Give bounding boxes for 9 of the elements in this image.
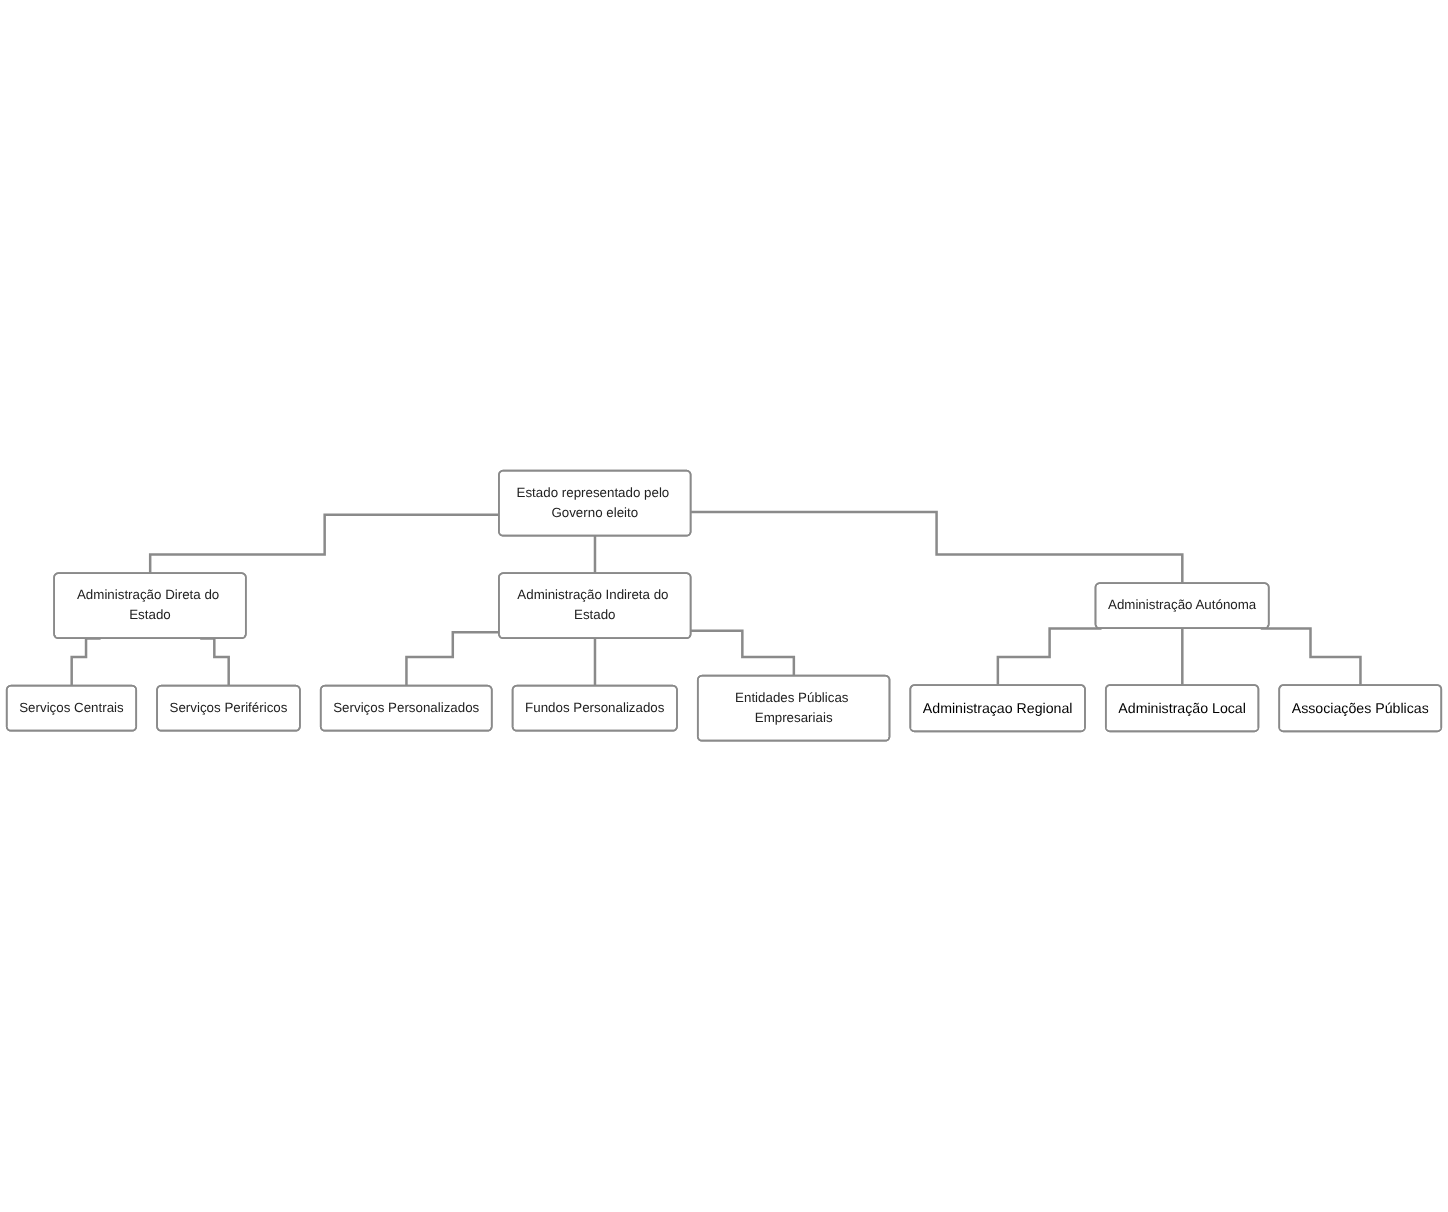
connector	[691, 511, 1184, 586]
connector	[996, 627, 1102, 688]
connector	[1181, 627, 1184, 688]
connector	[405, 631, 500, 688]
connector	[593, 535, 597, 576]
connector	[148, 513, 500, 576]
connector	[691, 629, 796, 678]
connector	[593, 637, 597, 688]
connector	[1260, 627, 1362, 688]
